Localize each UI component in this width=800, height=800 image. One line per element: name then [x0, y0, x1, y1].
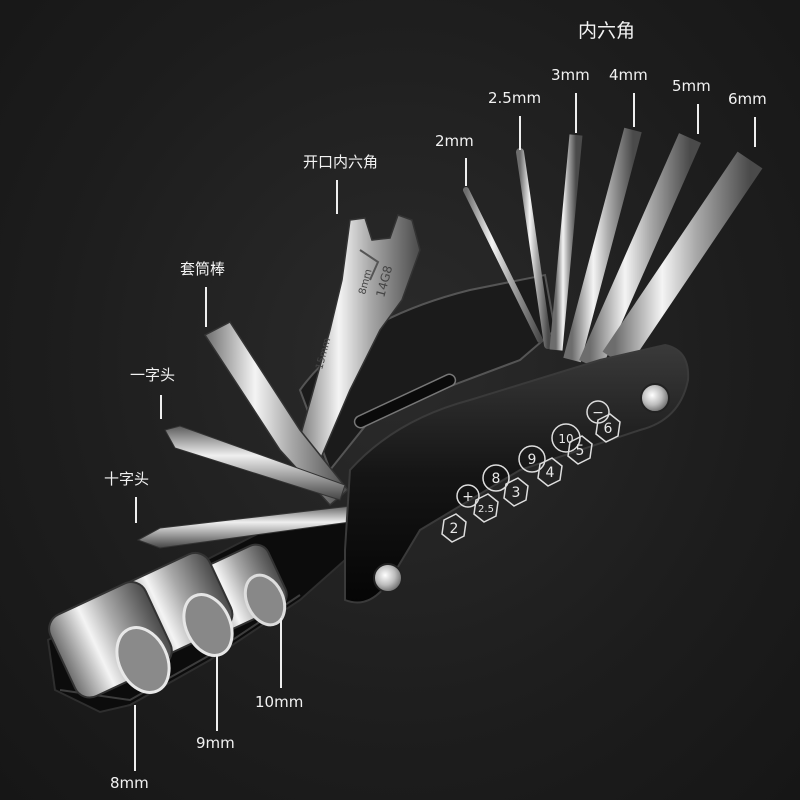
- leader-socket-bar: [205, 287, 207, 327]
- socket-8mm: [48, 581, 173, 699]
- leader-flat-head: [160, 395, 162, 419]
- leader-socket-8mm: [134, 705, 136, 771]
- label-hex-3mm: 3mm: [551, 66, 590, 84]
- label-socket-bar: 套筒棒: [180, 260, 226, 278]
- mark-6: 6: [604, 421, 613, 437]
- hex-keys: [463, 127, 763, 370]
- label-hex-2mm: 2mm: [435, 132, 474, 150]
- open-wrench: [294, 214, 421, 461]
- leader-phillips-head: [135, 497, 137, 523]
- mark-plus: +: [462, 489, 474, 505]
- flat-screwdriver: [164, 425, 346, 501]
- leader-hex-2-5mm: [519, 116, 521, 150]
- mark-8: 8: [492, 471, 501, 487]
- mark-3: 3: [512, 485, 521, 501]
- wrench-notch: [359, 249, 380, 281]
- label-hex-2-5mm: 2.5mm: [488, 89, 542, 107]
- leader-hex-3mm: [575, 93, 577, 133]
- mark-10: 10: [558, 432, 573, 446]
- mark-5: 5: [576, 443, 585, 459]
- handle-markings: + 8 9 10 − 2 2.5 3 4 5 6: [441, 400, 621, 543]
- label-socket-8mm: 8mm: [110, 774, 149, 792]
- mark-2: 2: [450, 521, 459, 537]
- leader-hex-4mm: [633, 93, 635, 127]
- hex-key-3mm: [549, 134, 583, 351]
- label-flat-head: 一字头: [130, 366, 176, 384]
- label-socket-9mm: 9mm: [196, 734, 235, 752]
- mark-2-5: 2.5: [478, 504, 494, 515]
- frame-slot: [353, 373, 457, 429]
- leader-socket-9mm: [216, 655, 218, 731]
- label-socket-10mm: 10mm: [255, 693, 304, 711]
- hex-key-6mm: [602, 151, 763, 369]
- leader-open-wrench: [336, 180, 338, 214]
- label-hex-4mm: 4mm: [609, 66, 648, 84]
- label-hex-5mm: 5mm: [672, 77, 711, 95]
- hex-key-5mm: [579, 133, 701, 370]
- leader-socket-10mm: [280, 618, 282, 688]
- hex-key-2-5mm: [516, 148, 552, 349]
- rivet-bottom: [373, 563, 403, 593]
- hex-key-2mm: [463, 187, 543, 343]
- rivet-top: [640, 383, 670, 413]
- leader-hex-6mm: [754, 117, 756, 147]
- mark-4: 4: [546, 465, 555, 481]
- leader-hex-2mm: [465, 158, 467, 186]
- leader-hex-5mm: [697, 104, 699, 134]
- hex-key-4mm: [563, 127, 642, 363]
- label-open-wrench: 开口内六角: [303, 153, 379, 171]
- mark-9: 9: [528, 452, 537, 468]
- label-phillips-head: 十字头: [104, 470, 150, 488]
- mark-minus: −: [592, 405, 604, 421]
- label-hex-6mm: 6mm: [728, 90, 767, 108]
- label-hex-group: 内六角: [578, 20, 636, 42]
